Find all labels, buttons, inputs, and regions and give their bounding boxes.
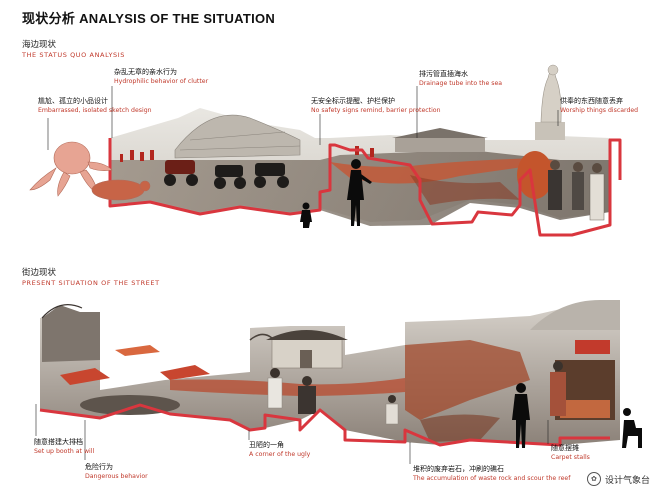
label-ugly: 丑陋的一角 A corner of the ugly bbox=[249, 441, 311, 458]
street-people bbox=[267, 361, 566, 425]
old-houses-left bbox=[42, 305, 100, 362]
label-sketch: 尴尬、孤立的小品设计 Embarrassed, isolated sketch … bbox=[38, 97, 152, 114]
statue bbox=[535, 64, 565, 140]
section-seaside-header: 海边现状 THE STATUS QUO ANALYSIS bbox=[22, 40, 125, 60]
label-safety: 无安全标示提醒、护栏保护 No safety signs remind, bar… bbox=[311, 97, 441, 114]
label-drainage: 排污管直插海水 Drainage tube into the sea bbox=[419, 70, 503, 87]
watermark: ✿ 设计气象台 bbox=[586, 472, 650, 486]
label-waste: 堆积的废弃岩石，冲刷的礁石 The accumulation of waste … bbox=[413, 465, 571, 482]
shrine-buildings bbox=[395, 138, 485, 152]
label-dangerous: 危险行为 Dangerous behavior bbox=[85, 463, 148, 480]
waste-rocks bbox=[405, 340, 530, 420]
section-street-cn: 街边现状 bbox=[22, 268, 57, 278]
street-background bbox=[40, 300, 620, 445]
page-title: 现状分析 ANALYSIS OF THE SITUATION bbox=[22, 11, 276, 26]
section-street-en: PRESENT SITUATION OF THE STREET bbox=[22, 279, 160, 287]
section-seaside-en: THE STATUS QUO ANALYSIS bbox=[22, 51, 125, 59]
booth-canopies bbox=[60, 345, 210, 385]
watermark-text: 设计气象台 bbox=[604, 475, 650, 486]
label-worship: 供奉的东西随意丢弃 Worship things discarded bbox=[560, 97, 639, 114]
section-seaside-cn: 海边现状 bbox=[22, 40, 57, 50]
section-street-header: 街边现状 PRESENT SITUATION OF THE STREET bbox=[22, 268, 160, 288]
drainage-streak bbox=[330, 158, 560, 184]
seaside-panel bbox=[29, 64, 622, 237]
silhouettes-seaside bbox=[300, 159, 372, 228]
temple-gate bbox=[249, 330, 348, 369]
silhouettes-street bbox=[512, 383, 642, 448]
label-carpet: 随意摆摊 Carpet stalls bbox=[551, 444, 590, 461]
atv-vehicles bbox=[164, 160, 289, 189]
label-booth: 随意搭建大排档 Set up booth at will bbox=[34, 438, 95, 455]
label-clutter: 杂乱无章的亲水行为 Hydrophilic behavior of clutte… bbox=[114, 68, 209, 85]
crowd-right bbox=[517, 151, 605, 221]
pink-sculptures bbox=[29, 141, 151, 201]
street-panel bbox=[39, 300, 642, 448]
seaside-red-outline bbox=[108, 138, 622, 237]
wechat-icon: ✿ bbox=[586, 472, 601, 486]
street-debris bbox=[170, 378, 405, 396]
street-red-outline bbox=[39, 403, 610, 447]
leader-lines bbox=[35, 86, 559, 464]
